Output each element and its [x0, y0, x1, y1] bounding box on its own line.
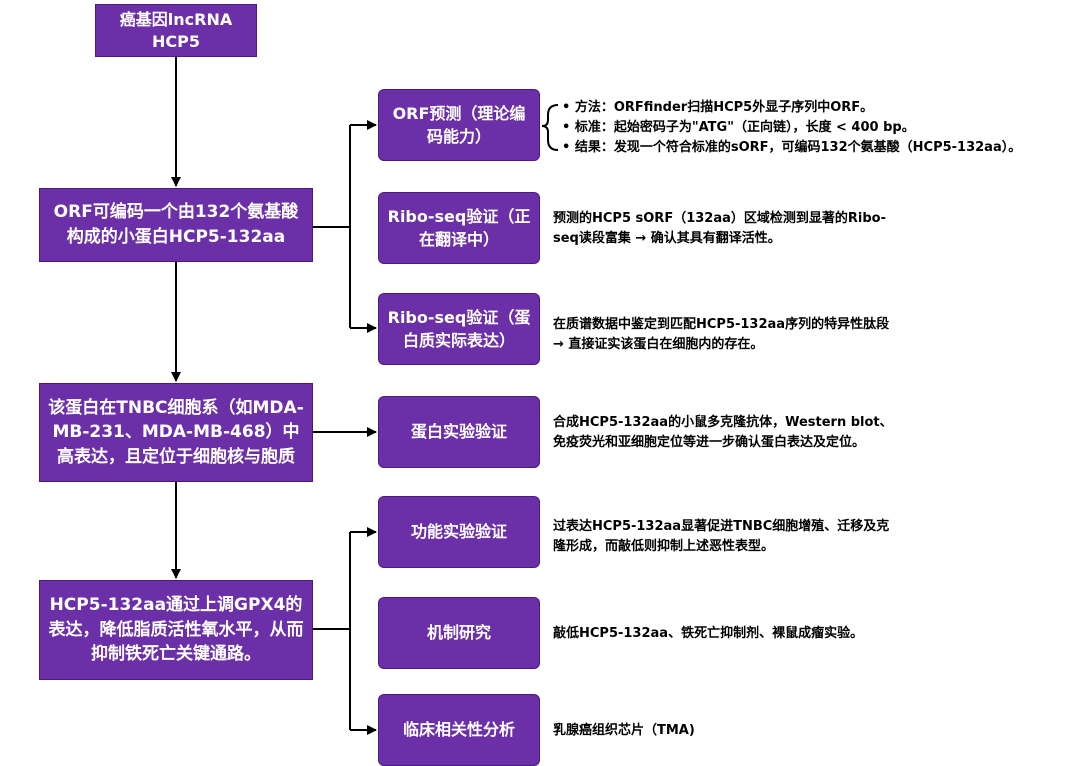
box-protein-experiment-label: 蛋白实验验证: [410, 422, 507, 442]
box-orf-prediction-label: ORF预测（理论编码能力）: [392, 103, 526, 146]
desc-orf-method: • 方法：ORFfinder扫描HCP5外显子序列中ORF。: [562, 100, 874, 115]
box-protein-experiment: 蛋白实验验证: [378, 396, 540, 468]
desc-riboseq-translation-line2: seq读段富集 → 确认其具有翻译活性。: [553, 231, 781, 247]
box-mechanism-study-label: 机制研究: [426, 623, 491, 643]
desc-orf-standard: • 标准：起始密码子为"ATG"（正向链），长度 < 400 bp。: [562, 120, 915, 136]
left-box-gpx4-mechanism-text: HCP5-132aa通过上调GPX4的表达，降低脂质活性氧水平，从而抑制铁死亡关…: [48, 595, 304, 665]
desc-protein-experiment-line1: 合成HCP5-132aa的小鼠多克隆抗体，Western blot、: [553, 415, 893, 430]
desc-riboseq-translation-line1: 预测的HCP5 sORF（132aa）区域检测到显著的Ribo-: [553, 211, 886, 226]
box-mechanism-study: 机制研究: [378, 597, 540, 669]
top-box-hcp5: 癌基因lncRNA HCP5: [95, 4, 257, 57]
box-function-experiment: 功能实验验证: [378, 496, 540, 568]
desc-mechanism-study-line1: 敲低HCP5-132aa、铁死亡抑制剂、裸鼠成瘤实验。: [553, 626, 864, 641]
desc-function-experiment: 过表达HCP5-132aa显著促进TNBC细胞增殖、迁移及克 隆形成，而敲低则抑…: [553, 517, 889, 557]
desc-protein-experiment: 合成HCP5-132aa的小鼠多克隆抗体，Western blot、 免疫荧光和…: [553, 413, 893, 453]
desc-mechanism-study: 敲低HCP5-132aa、铁死亡抑制剂、裸鼠成瘤实验。: [553, 624, 863, 644]
desc-riboseq-protein: 在质谱数据中鉴定到匹配HCP5-132aa序列的特异性肽段 → 直接证实该蛋白在…: [553, 315, 889, 355]
box-riboseq-translation-label: Ribo-seq验证（正在翻译中）: [387, 206, 531, 249]
desc-clinical-analysis: 乳腺癌组织芯片（TMA): [553, 721, 695, 741]
desc-clinical-analysis-line1: 乳腺癌组织芯片（TMA): [553, 723, 695, 738]
desc-riboseq-protein-line1: 在质谱数据中鉴定到匹配HCP5-132aa序列的特异性肽段: [553, 317, 890, 332]
desc-orf-prediction: • 方法：ORFfinder扫描HCP5外显子序列中ORF。 • 标准：起始密码…: [562, 98, 1021, 158]
left-box-orf-encoding-text: ORF可编码一个由132个氨基酸构成的小蛋白HCP5-132aa: [53, 202, 299, 247]
box-riboseq-protein-label: Ribo-seq验证（蛋白质实际表达）: [387, 307, 531, 350]
box-clinical-analysis: 临床相关性分析: [378, 694, 540, 766]
box-clinical-analysis-label: 临床相关性分析: [402, 720, 515, 740]
curly-brace: [541, 104, 559, 151]
top-box-line1: 癌基因lncRNA: [119, 9, 233, 29]
desc-function-experiment-line1: 过表达HCP5-132aa显著促进TNBC细胞增殖、迁移及克: [553, 519, 890, 534]
box-riboseq-translation: Ribo-seq验证（正在翻译中）: [378, 192, 540, 264]
desc-orf-result: • 结果：发现一个符合标准的sORF，可编码132个氨基酸（HCP5-132aa…: [562, 140, 1022, 156]
box-riboseq-protein: Ribo-seq验证（蛋白质实际表达）: [378, 293, 540, 365]
desc-protein-experiment-line2: 免疫荧光和亚细胞定位等进一步确认蛋白表达及定位。: [553, 435, 866, 451]
box-orf-prediction: ORF预测（理论编码能力）: [378, 89, 540, 161]
desc-riboseq-protein-line2: → 直接证实该蛋白在细胞内的存在。: [553, 337, 764, 353]
top-box-line2: HCP5: [152, 31, 200, 51]
box-function-experiment-label: 功能实验验证: [410, 522, 507, 542]
left-box-tnbc-expression-text: 该蛋白在TNBC细胞系（如MDA-MB-231、MDA-MB-468）中高表达，…: [48, 397, 304, 467]
desc-riboseq-translation: 预测的HCP5 sORF（132aa）区域检测到显著的Ribo- seq读段富集…: [553, 209, 886, 249]
left-box-orf-encoding: ORF可编码一个由132个氨基酸构成的小蛋白HCP5-132aa: [39, 188, 313, 262]
left-box-gpx4-mechanism: HCP5-132aa通过上调GPX4的表达，降低脂质活性氧水平，从而抑制铁死亡关…: [39, 580, 313, 680]
desc-function-experiment-line2: 隆形成，而敲低则抑制上述恶性表型。: [553, 539, 775, 555]
left-box-tnbc-expression: 该蛋白在TNBC细胞系（如MDA-MB-231、MDA-MB-468）中高表达，…: [39, 383, 313, 482]
